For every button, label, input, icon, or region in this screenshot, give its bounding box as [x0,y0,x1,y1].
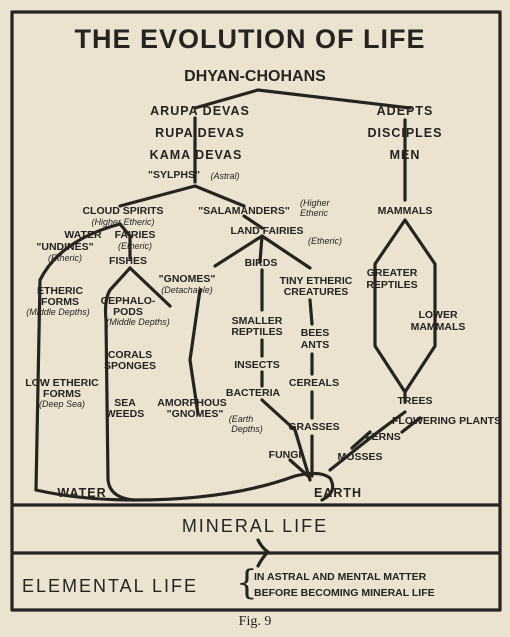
water-fairies-note: (Etheric) [117,241,152,251]
low-etheric-forms-1: LOW ETHERIC [25,377,99,389]
smaller-reptiles-2: REPTILES [231,326,283,338]
trees-to-earth [328,410,407,472]
disciples: DISCIPLES [367,126,443,140]
land-fairies: LAND FAIRIES [230,225,304,237]
land-fairies-to-tiny [260,234,312,270]
outer-frame [10,10,502,612]
ferns-line [350,430,372,450]
insects: INSECTS [234,359,280,371]
sylph-to-cloud [118,184,197,208]
mammals: MAMMALS [377,205,433,217]
salamanders-note-1: (Higher [300,198,330,208]
water-fairies-2: FAIRIES [114,229,156,241]
earth-label: EARTH [313,486,363,500]
sea-weeds-1: SEA [114,397,136,409]
flowering-line [400,416,422,434]
lower-mammals-1: LOWER [418,309,458,321]
flowering-plants: FLOWERING PLANTS [392,415,502,427]
etheric-forms-note: (Middle Depths) [26,307,90,317]
cephalopods-note: (Middle Depths) [106,317,170,327]
greater-reptiles-1: GREATER [366,267,418,279]
root-to-adepts [256,88,412,110]
lower-mammals-2: MAMMALS [410,321,466,333]
amorphous-note-1: (Earth [228,414,254,424]
elemental-note-1: IN ASTRAL AND MENTAL MATTER [254,571,427,583]
bees: BEES [300,327,330,339]
diagram-title: THE EVOLUTION OF LIFE [74,24,426,54]
trees: TREES [397,395,433,407]
sylphs: "SYLPHS" [148,169,200,181]
corals: CORALS [107,349,153,361]
grasses: GRASSES [288,421,340,433]
cephalopods-2: PODS [113,306,143,318]
elemental-life: ELEMENTAL LIFE [22,576,199,596]
water-fairies-1: WATER [64,229,102,241]
gnomes-note: (Detachable) [161,285,213,295]
cephalopods-1: CEPHALO- [100,295,156,307]
men: MEN [389,148,421,162]
cereals: CEREALS [288,377,340,389]
root-to-devas [193,88,260,110]
cloud-spirits: CLOUD SPIRITS [82,205,164,217]
land-fairies-note: (Etheric) [307,236,342,246]
ants: ANTS [300,339,330,351]
birds: BIRDS [244,257,278,269]
rupa-devas: RUPA DEVAS [155,126,245,140]
undines: "UNDINES" [36,241,94,253]
fishes-line [103,266,136,502]
elemental-brace: { [236,563,258,603]
gnomes: "GNOMES" [158,273,216,285]
earth-bowl [132,471,335,502]
amorphous-gnomes-1: AMORPHOUS [157,397,227,409]
tiny-etheric-2: CREATURES [283,286,349,298]
tiny-etheric-1: TINY ETHERIC [279,275,353,287]
elemental-note-2: BEFORE BECOMING MINERAL LIFE [254,587,435,599]
root-dhyan-chohans: DHYAN-CHOHANS [184,68,326,85]
tiny-to-bees [308,298,314,326]
land-fairies-trunk [258,234,264,264]
amorphous-note-2: Depths) [231,424,263,434]
smaller-reptiles-1: SMALLER [231,315,283,327]
water-line [34,488,136,502]
mosses: MOSSES [337,451,383,463]
mineral-stem [256,538,270,568]
gnome-stem [188,288,202,416]
etheric-forms-2: FORMS [41,296,79,308]
mineral-life: MINERAL LIFE [181,516,329,536]
salamanders-to-land-fairies [242,214,264,230]
sylph-to-salamanders [193,184,246,208]
water-label: WATER [57,486,107,500]
fungi: FUNGI [268,449,302,461]
ferns: FERNS [365,431,401,443]
sylphs-note: (Astral) [210,171,240,181]
greater-reptiles-2: REPTILES [366,279,418,291]
low-etheric-forms-note: (Deep Sea) [38,399,86,409]
mammals-diamond [373,218,437,394]
adepts: ADEPTS [376,104,434,118]
figure-caption: Fig. 9 [238,614,272,629]
cloud-to-undines [34,222,122,492]
cloud-to-water-fairies [118,222,132,260]
amorphous-gnomes-2: "GNOMES" [166,408,224,420]
fishes: FISHES [109,255,147,267]
arupa-devas: ARUPA DEVAS [150,104,250,118]
salamanders: "SALAMANDERS" [198,205,290,217]
cloud-spirits-note: (Higher Etheric) [91,217,155,227]
bacteria: BACTERIA [225,387,281,399]
land-fairies-to-gnomes [213,234,264,268]
bacteria-to-earth [260,398,312,482]
undines-note: (Etheric) [47,253,82,263]
etheric-forms-1: ETHERIC [36,285,84,297]
kama-devas: KAMA DEVAS [149,148,243,162]
sponges: SPONGES [104,360,156,372]
fishes-to-cephalopods [128,266,172,308]
sea-weeds-2: WEEDS [105,408,145,420]
low-etheric-forms-2: FORMS [43,388,81,400]
salamanders-note-2: Etheric [300,208,329,218]
